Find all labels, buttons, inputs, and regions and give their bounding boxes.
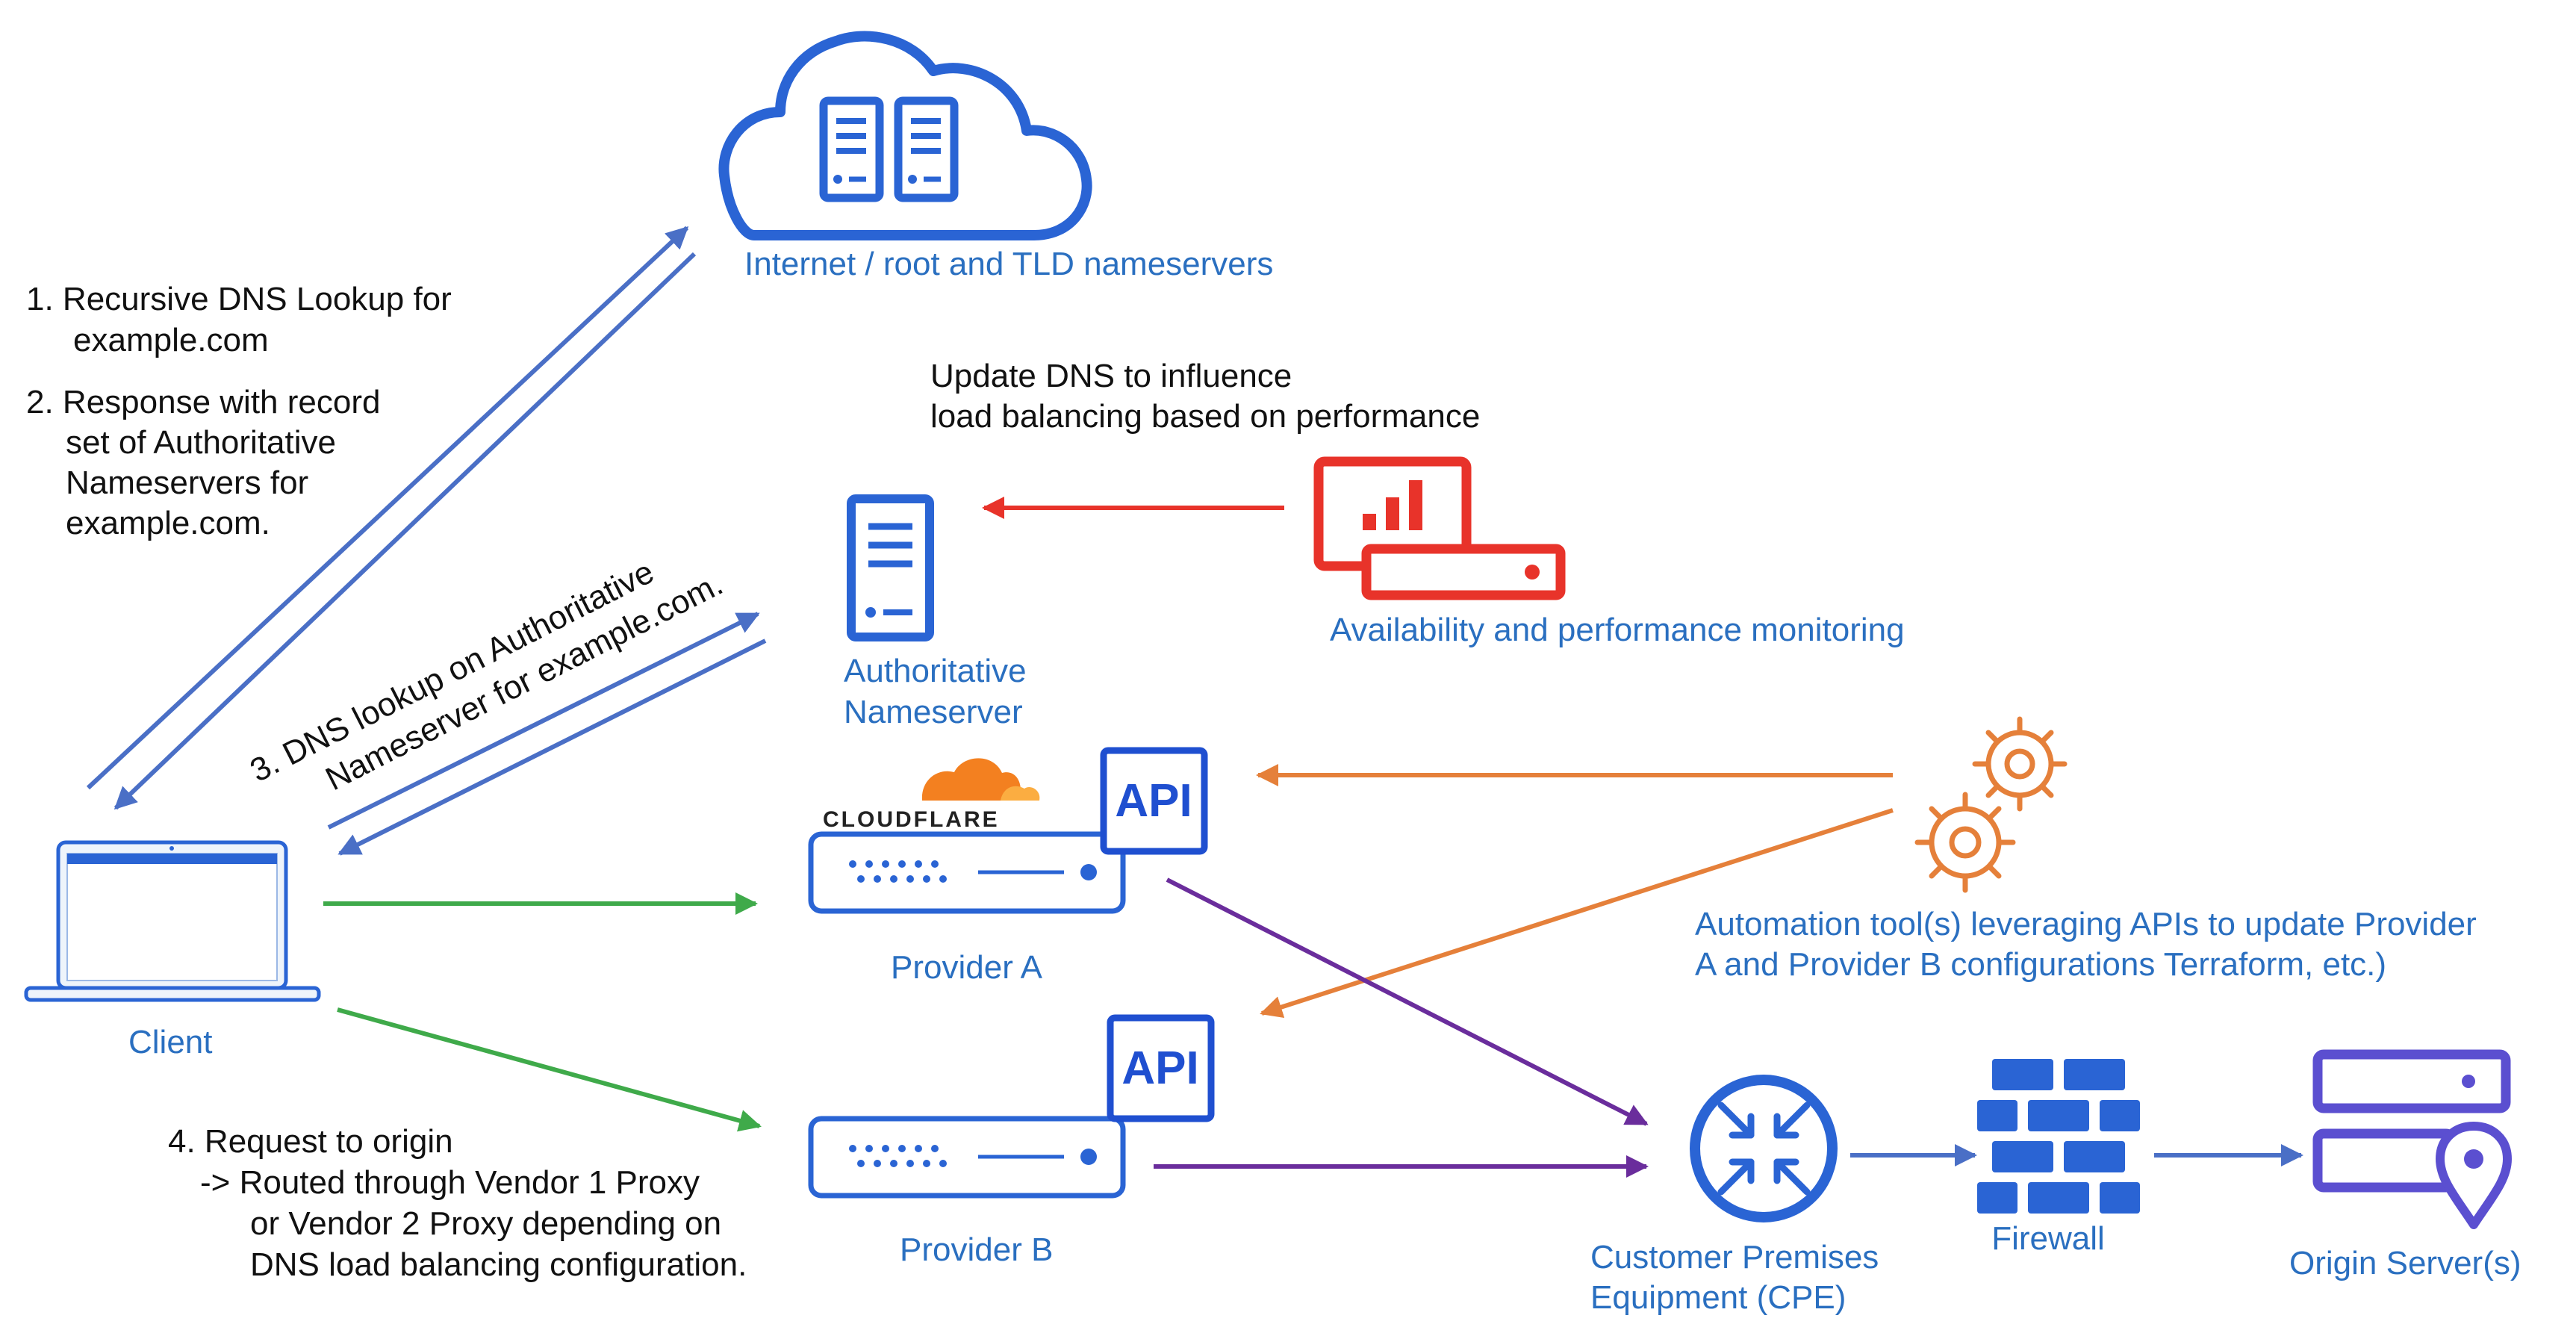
arrow-authoritative-response xyxy=(337,638,767,856)
cpe-label-line1: Customer Premises xyxy=(1590,1239,1879,1275)
firewall-label: Firewall xyxy=(1991,1220,2105,1257)
authoritative-label-line2: Nameserver xyxy=(844,694,1023,730)
step2-text-line3: Nameservers for xyxy=(66,464,308,501)
origin-server-location-icon xyxy=(2312,1049,2512,1229)
server-icon xyxy=(819,96,884,202)
cloud-icon xyxy=(718,31,1092,240)
cloudflare-wordmark: CLOUDFLARE xyxy=(823,807,1000,832)
proxy-server-icon xyxy=(808,1116,1126,1199)
step2-text-line4: example.com. xyxy=(66,505,270,541)
api-badge: API xyxy=(1107,1014,1215,1122)
provider-a-label: Provider A xyxy=(891,949,1043,986)
arrow-authoritative-lookup xyxy=(327,612,760,830)
authoritative-label-line1: Authoritative xyxy=(844,653,1027,689)
step1-text-line2: example.com xyxy=(73,322,269,358)
automation-label-line2: A and Provider B configurations Terrafor… xyxy=(1695,946,2386,983)
monitoring-dashboard-icon xyxy=(1313,456,1566,600)
laptop-icon xyxy=(24,840,321,1002)
step4-text-line4: DNS load balancing configuration. xyxy=(250,1246,747,1283)
step1-text-line1: 1. Recursive DNS Lookup for xyxy=(26,281,452,317)
api-label: API xyxy=(1121,1043,1198,1094)
server-icon xyxy=(894,96,959,202)
cloudflare-logo: CLOUDFLARE xyxy=(823,758,1040,832)
monitoring-label: Availability and performance monitoring xyxy=(1330,612,1905,648)
cpe-label-line2: Equipment (CPE) xyxy=(1590,1279,1846,1316)
step4-text-line1: 4. Request to origin xyxy=(168,1123,453,1160)
arrow-request-provider-b xyxy=(337,1007,762,1132)
internet-label: Internet / root and TLD nameservers xyxy=(744,246,1273,282)
gears-icon xyxy=(1914,716,2068,893)
step4-text-line2: -> Routed through Vendor 1 Proxy xyxy=(200,1164,700,1201)
update-dns-text-line2: load balancing based on performance xyxy=(930,398,1480,435)
proxy-server-icon xyxy=(808,831,1126,914)
step3-text-line1: 3. DNS lookup on Authoritative xyxy=(244,553,659,789)
arrow-recursive-response xyxy=(113,252,697,810)
step2-text-line1: 2. Response with record xyxy=(26,384,380,420)
client-label: Client xyxy=(128,1024,213,1060)
step2-text-line2: set of Authoritative xyxy=(66,424,336,461)
api-badge: API xyxy=(1100,747,1208,855)
origin-label: Origin Server(s) xyxy=(2289,1245,2521,1281)
brick-wall-icon xyxy=(1977,1059,2140,1214)
update-dns-text-line1: Update DNS to influence xyxy=(930,358,1292,394)
api-label: API xyxy=(1115,775,1192,827)
router-icon xyxy=(1690,1075,1838,1222)
arrows xyxy=(86,226,2303,1178)
server-icon xyxy=(847,494,934,641)
automation-label-line1: Automation tool(s) leveraging APIs to up… xyxy=(1695,906,2477,942)
arrow-provider-a-to-cpe xyxy=(1166,877,1649,1126)
arrow-recursive-lookup xyxy=(86,226,689,790)
provider-b-label: Provider B xyxy=(900,1231,1053,1268)
step4-text-line3: or Vendor 2 Proxy depending on xyxy=(250,1205,721,1242)
